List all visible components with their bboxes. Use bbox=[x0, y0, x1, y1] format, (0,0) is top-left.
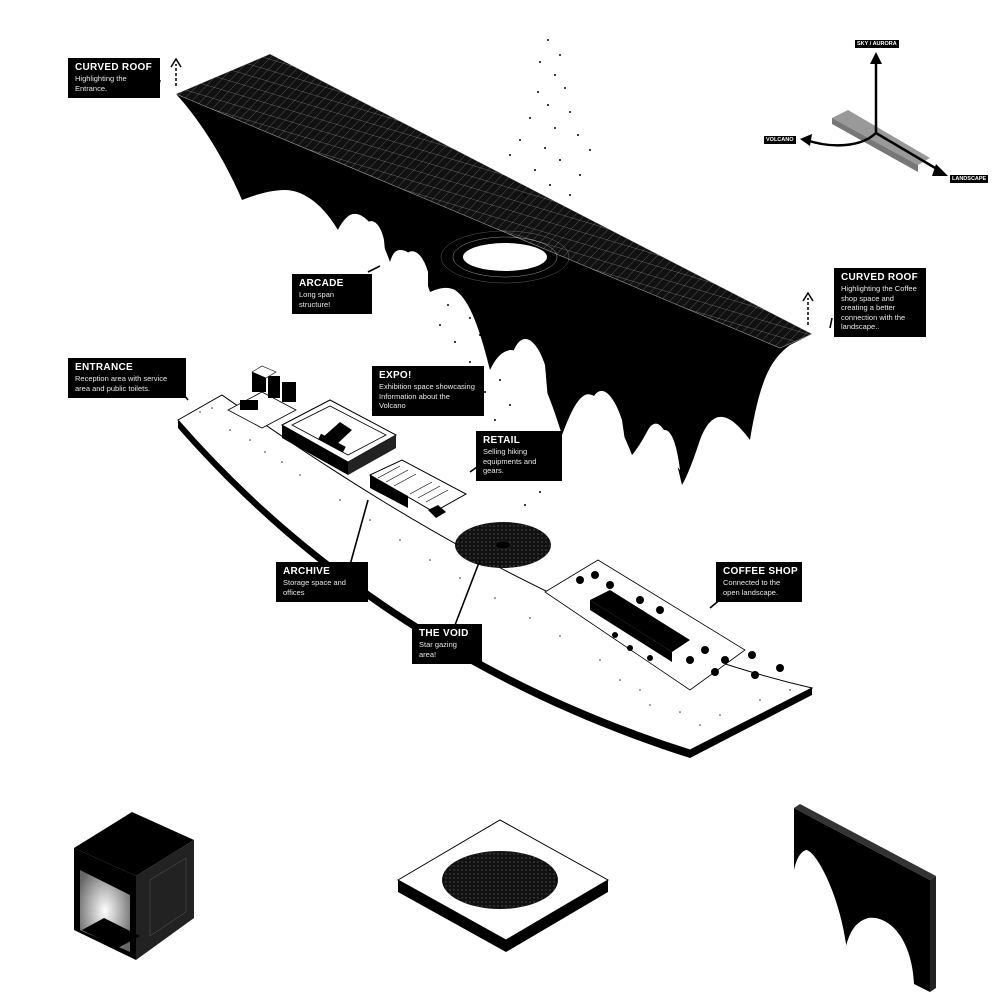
label-curved-roof-entrance: CURVED ROOF Highlighting the Entrance. bbox=[68, 58, 160, 98]
coffee-shop-building bbox=[544, 559, 784, 691]
ground-slab bbox=[177, 365, 814, 758]
label-desc: Highlighting the Entrance. bbox=[75, 74, 127, 93]
label-title: ARCHIVE bbox=[283, 566, 331, 577]
label-archive: ARCHIVE Storage space and offices bbox=[276, 562, 368, 602]
label-title: CURVED ROOF bbox=[75, 62, 153, 73]
label-title: ENTRANCE bbox=[75, 362, 133, 373]
arch-wall-detail bbox=[794, 804, 936, 992]
label-desc: Highlighting the Coffee shop space and c… bbox=[841, 284, 917, 331]
label-entrance: ENTRANCE Reception area with service are… bbox=[68, 358, 186, 398]
label-title: CURVED ROOF bbox=[841, 272, 919, 283]
retail-building bbox=[368, 459, 468, 518]
label-the-void: THE VOID Star gazing area! bbox=[412, 624, 482, 664]
label-desc: Storage space and offices bbox=[283, 578, 346, 597]
label-coffee-shop: COFFEE SHOP Connected to the open landsc… bbox=[716, 562, 802, 602]
label-curved-roof-coffee: CURVED ROOF Highlighting the Coffee shop… bbox=[834, 268, 926, 337]
orientation-axis-gizmo bbox=[800, 52, 948, 176]
expo-building bbox=[280, 399, 398, 475]
label-desc: Exhibition space showcasing Information … bbox=[379, 382, 475, 410]
axis-label-up: SKY / AURORA bbox=[855, 40, 899, 48]
label-desc: Star gazing area! bbox=[419, 640, 457, 659]
label-desc: Connected to the open landscape. bbox=[723, 578, 781, 597]
entrance-building bbox=[227, 365, 297, 429]
up-arrow-icon bbox=[170, 57, 182, 86]
label-desc: Reception area with service area and pub… bbox=[75, 374, 168, 393]
roof-oculus bbox=[463, 243, 547, 271]
label-desc: Selling hiking equipments and gears. bbox=[483, 447, 537, 475]
void-platform-detail bbox=[396, 819, 610, 952]
label-title: EXPO! bbox=[379, 370, 412, 381]
label-title: ARCADE bbox=[299, 278, 344, 289]
axis-label-right: LANDSCAPE bbox=[950, 175, 989, 183]
up-arrow-icon bbox=[802, 291, 814, 325]
label-title: THE VOID bbox=[419, 628, 469, 639]
label-expo: EXPO! Exhibition space showcasing Inform… bbox=[372, 366, 484, 416]
label-arcade: ARCADE Long span structure! bbox=[292, 274, 372, 314]
label-retail: RETAIL Selling hiking equipments and gea… bbox=[476, 431, 562, 481]
label-title: COFFEE SHOP bbox=[723, 566, 798, 577]
label-desc: Long span structure! bbox=[299, 290, 335, 309]
label-title: RETAIL bbox=[483, 435, 521, 446]
entrance-module-detail bbox=[74, 812, 194, 960]
curved-roof-structure bbox=[175, 53, 813, 485]
axis-label-left: VOLCANO bbox=[764, 136, 796, 144]
